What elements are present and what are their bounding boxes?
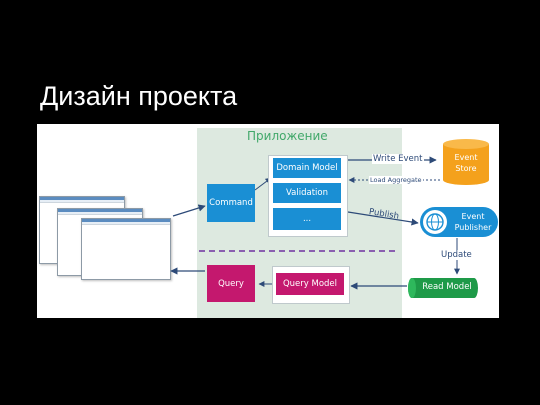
read-model-cylinder: Read Model: [408, 278, 478, 298]
query-model-box: Query Model: [276, 273, 344, 295]
edge-publish: [347, 211, 419, 226]
event-store-label: Event Store: [454, 153, 478, 173]
event-store-cylinder: Event Store: [441, 138, 491, 186]
command-query-divider: [199, 250, 395, 252]
domain-model-box: Domain Model: [273, 158, 341, 178]
edge-ui-to-command: [172, 204, 206, 217]
edge-label-load-aggregate: Load Aggregate: [369, 176, 423, 184]
validation-box: Validation: [273, 183, 341, 203]
read-model-label: Read Model: [422, 282, 472, 292]
event-publisher: Event Publisher: [420, 207, 498, 237]
application-zone-label: Приложение: [247, 129, 328, 143]
command-box: Command: [207, 184, 255, 222]
edge-label-write-event: Write Event: [372, 154, 424, 164]
browser-window-front: [81, 218, 171, 280]
query-box: Query: [207, 265, 255, 302]
globe-icon: [423, 210, 447, 234]
edge-label-update: Update: [440, 250, 473, 260]
slide-title: Дизайн проекта: [40, 81, 238, 111]
ellipsis-box: ...: [273, 208, 341, 230]
event-publisher-label: Event Publisher: [454, 212, 492, 232]
architecture-diagram: Приложение Command Domain Model Validati…: [37, 124, 499, 318]
